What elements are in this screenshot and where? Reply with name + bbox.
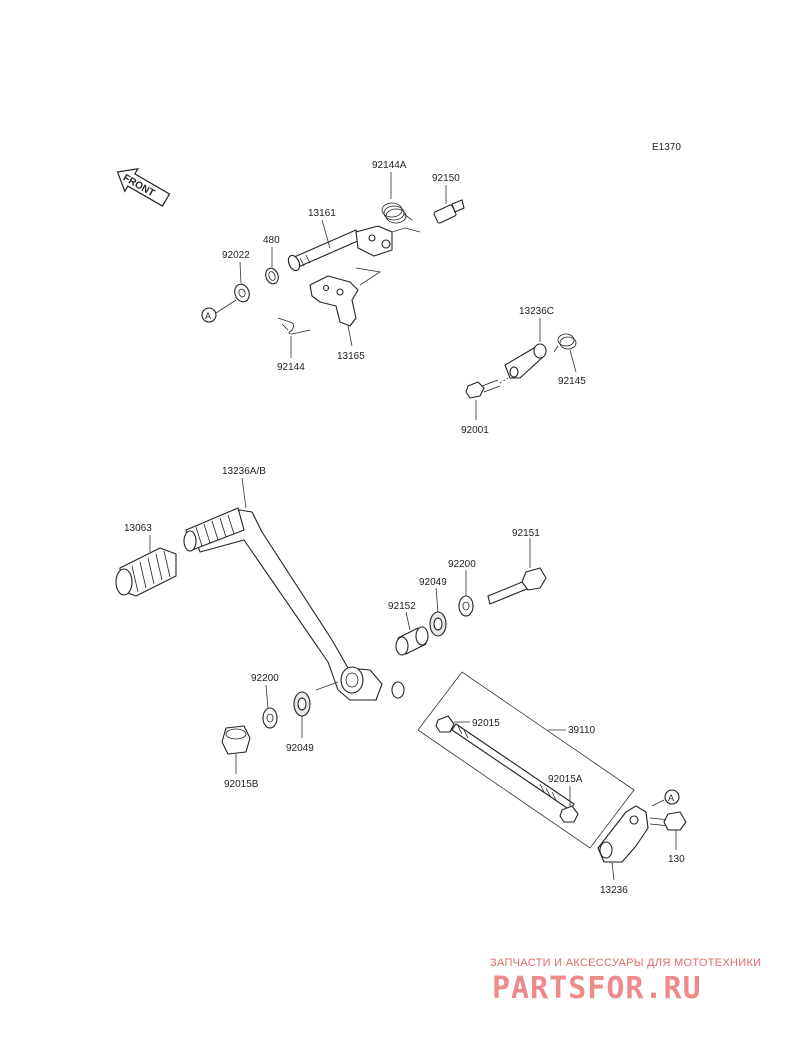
- part-92150-pin: [433, 199, 465, 224]
- part-92049-seal-upper: [429, 611, 447, 637]
- part-92200-washer-lower: [262, 707, 278, 729]
- label-13236: 13236: [600, 885, 628, 896]
- part-92015B-nut: [221, 725, 251, 755]
- part-130-bolt: [649, 811, 687, 831]
- label-92022: 92022: [222, 250, 250, 261]
- callout-a-label-lower: A: [668, 793, 674, 803]
- part-92144A-spring: [381, 202, 413, 224]
- callout-a-marker-lower: [664, 789, 680, 805]
- callout-a-label: A: [205, 311, 211, 321]
- part-92049-seal-lower: [293, 691, 311, 717]
- label-130: 130: [668, 854, 685, 865]
- label-92015: 92015: [472, 718, 500, 729]
- label-480: 480: [263, 235, 280, 246]
- part-92200-washer-upper: [458, 595, 474, 617]
- label-13236C: 13236C: [519, 306, 554, 317]
- label-13165: 13165: [337, 351, 365, 362]
- part-92144-spring: [277, 317, 311, 335]
- watermark-brand: PARTSFOR.RU: [492, 971, 702, 1006]
- label-92145: 92145: [558, 376, 586, 387]
- watermark-tagline: ЗАПЧАСТИ И АКСЕССУАРЫ ДЛЯ МОТОТЕХНИКИ: [490, 957, 761, 969]
- label-13236AB: 13236A/B: [222, 466, 266, 477]
- label-92144A: 92144A: [372, 160, 407, 171]
- label-39110: 39110: [568, 725, 596, 736]
- label-92144: 92144: [277, 362, 305, 373]
- part-92015A-nut: [559, 805, 579, 823]
- part-92001-bolt: [465, 379, 501, 399]
- label-92152: 92152: [388, 601, 416, 612]
- label-92151: 92151: [512, 528, 540, 539]
- part-13236-lever: [597, 805, 649, 863]
- label-13161: 13161: [308, 208, 336, 219]
- watermark: ЗАПЧАСТИ И АКСЕССУАРЫ ДЛЯ МОТОТЕХНИКИ PA…: [490, 957, 761, 1006]
- label-92001: 92001: [461, 425, 489, 436]
- label-92049-lower: 92049: [286, 743, 314, 754]
- part-39110-rod-assembly-outline: [417, 671, 635, 849]
- part-13236AB-pedal: [183, 507, 405, 701]
- part-13161-shaft: [287, 225, 393, 272]
- part-480-circlip: [265, 267, 279, 285]
- label-92150: 92150: [432, 173, 460, 184]
- part-92015-nut: [435, 715, 455, 733]
- part-tie-rod: [451, 723, 575, 811]
- label-92015B: 92015B: [224, 779, 259, 790]
- part-13165-plate: [309, 275, 359, 327]
- label-92049-upper: 92049: [419, 577, 447, 588]
- part-92151-bolt: [487, 567, 547, 605]
- callout-a-marker: [201, 307, 217, 323]
- part-13236C-arm: [504, 343, 547, 379]
- label-92015A: 92015A: [548, 774, 583, 785]
- part-92152-collar: [395, 626, 429, 656]
- part-92022-washer: [234, 283, 250, 303]
- part-13063-rubber: [115, 547, 177, 597]
- label-92200-lower: 92200: [251, 673, 279, 684]
- part-92145-clip: [553, 333, 577, 353]
- front-arrow-icon: FRONT: [116, 167, 171, 207]
- label-13063: 13063: [124, 523, 152, 534]
- label-92200-upper: 92200: [448, 559, 476, 570]
- diagram-ref-code: E1370: [652, 142, 681, 153]
